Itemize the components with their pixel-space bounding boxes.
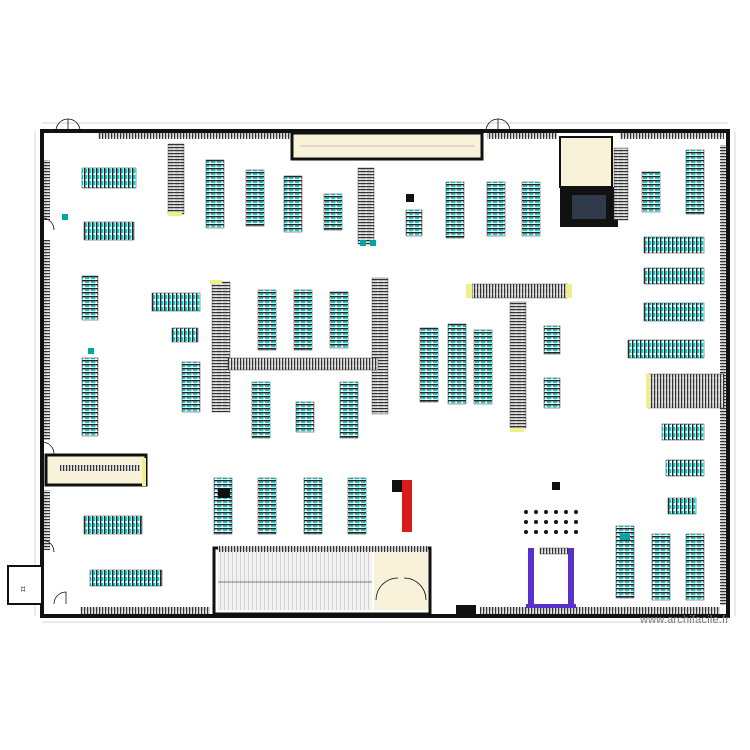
- staircase-icon: [212, 546, 432, 616]
- end-caps: [142, 212, 650, 486]
- watermark-text: www.archifacile.fr: [640, 614, 730, 626]
- door-arc-icon: [41, 118, 511, 605]
- fixture-icons: [62, 214, 630, 540]
- stockroom-top: [290, 131, 484, 161]
- gondola-shelves: [81, 167, 705, 587]
- red-display: [392, 480, 412, 532]
- gondola-aisles: [81, 149, 705, 601]
- exterior-walls: [34, 122, 736, 623]
- entrance-vestibule: ꞮꞮ: [7, 453, 148, 605]
- svg-text:ꞮꞮ: ꞮꞮ: [21, 586, 27, 592]
- checkout-lanes: [406, 194, 578, 615]
- wall-bays: [167, 143, 725, 555]
- office-room: [559, 136, 618, 227]
